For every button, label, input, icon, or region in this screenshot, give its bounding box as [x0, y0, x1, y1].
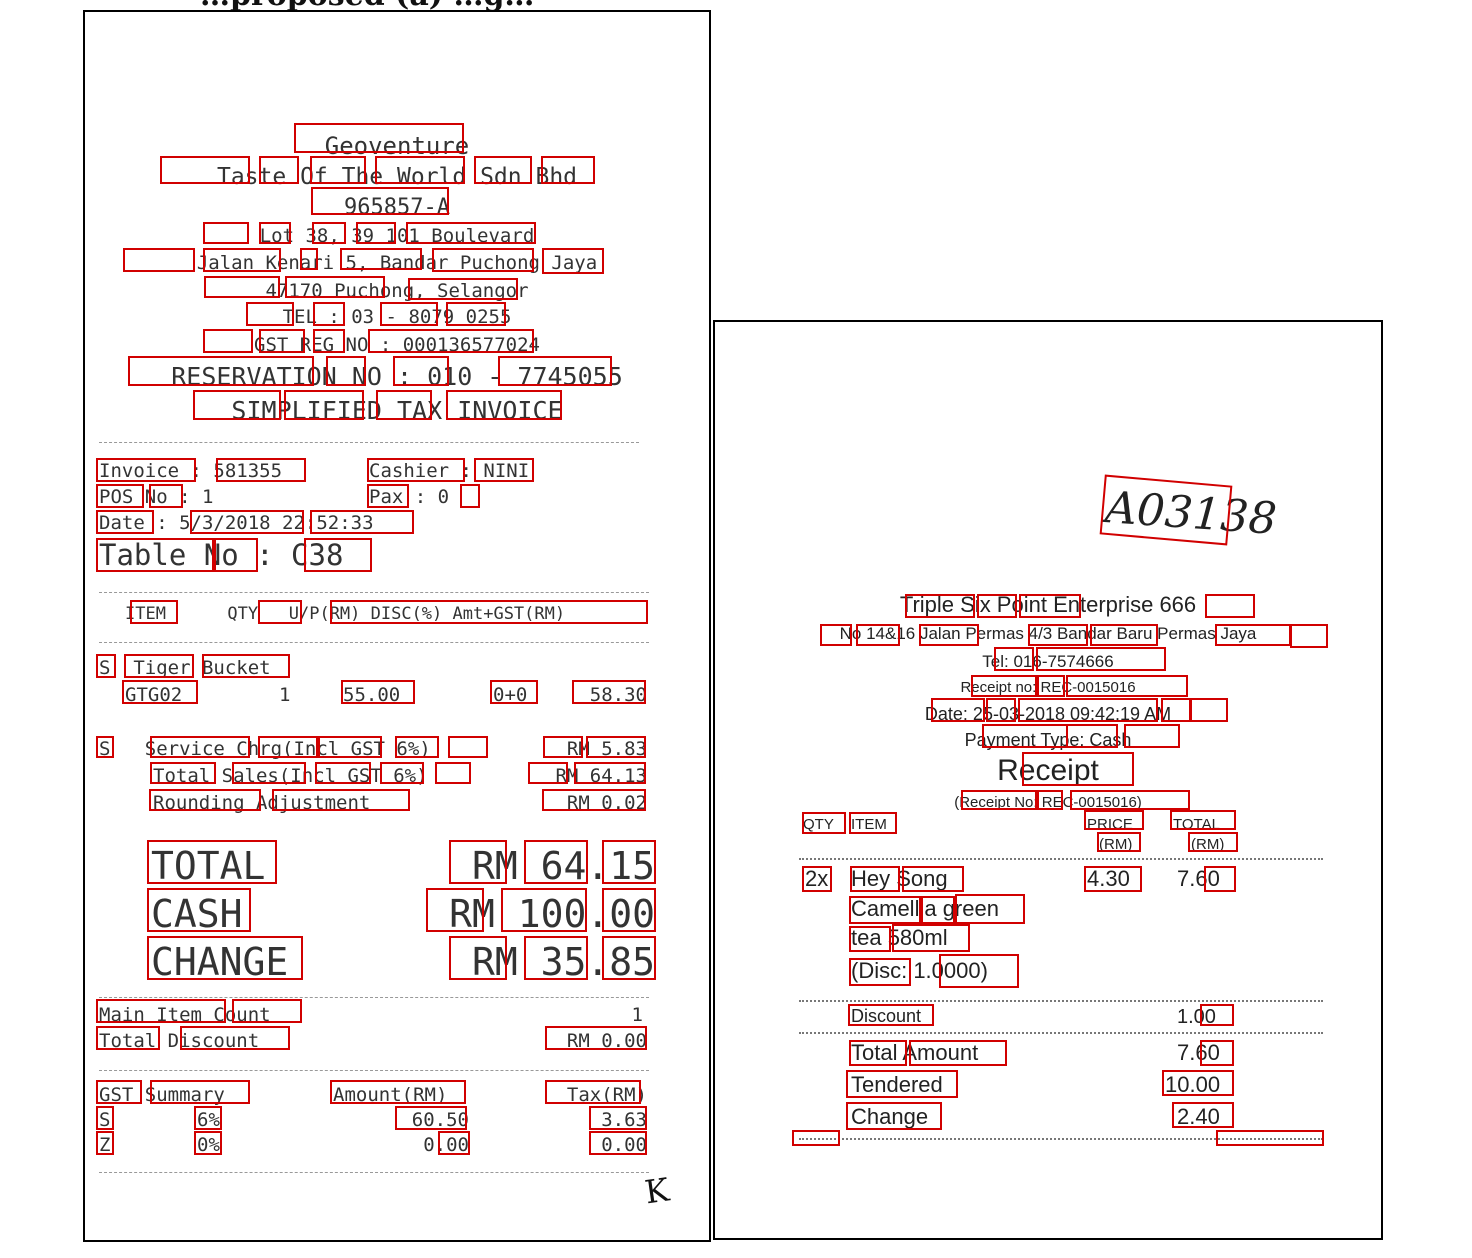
total-sales-value: RM 64.13 — [555, 765, 647, 787]
separator — [799, 1000, 1323, 1002]
rounding-value: RM 0.02 — [566, 792, 647, 814]
telephone: Tel: 016-7574666 — [982, 652, 1114, 671]
change-value: 2.40 — [1177, 1104, 1220, 1129]
discount-value: 1.00 — [1177, 1006, 1216, 1028]
item-discount: (Disc: 1.0000) — [851, 958, 988, 983]
gst-row-amount: 60.50 — [411, 1109, 469, 1131]
total-value: RM 64.15 — [471, 844, 655, 888]
separator — [799, 1138, 1323, 1140]
gst-row-tax: 0.00 — [601, 1134, 647, 1156]
item-name-line-1: Hey Song — [851, 866, 948, 891]
service-charge-label: S Service Chrg(Incl GST 6%) — [99, 738, 431, 760]
separator — [799, 1032, 1323, 1034]
item-name-line-3: tea 580ml — [851, 925, 948, 950]
separator — [99, 997, 649, 998]
separator — [99, 592, 649, 593]
tendered-label: Tendered — [851, 1072, 943, 1097]
rounding-label: Rounding Adjustment — [153, 792, 371, 814]
gst-row-amount: 0.00 — [423, 1134, 469, 1156]
item-total: 7.60 — [1177, 866, 1220, 891]
cash-value: RM 100.00 — [449, 892, 655, 936]
item-qty: 2x — [805, 866, 829, 891]
column-price-unit: (RM) — [1099, 836, 1133, 853]
gst-row-rate: 6% — [197, 1109, 220, 1131]
registration-no: 965857-A — [344, 195, 450, 220]
total-amount-label: Total Amount — [851, 1040, 979, 1065]
document-type: SIMPLIFIED TAX INVOICE — [231, 396, 563, 425]
item-name: S Tiger Bucket — [99, 657, 271, 679]
handwritten-mark: K — [642, 1170, 672, 1212]
table-no: Table No : C38 — [99, 538, 344, 572]
gst-summary-label: GST Summary — [99, 1084, 225, 1106]
receipt-no-2: (Receipt No: REC-0015016) — [954, 794, 1142, 811]
separator — [99, 1172, 649, 1173]
address-line-1: Lot 38, 39 101 Boulevard — [259, 225, 535, 247]
total-discount-value: RM 0.00 — [566, 1030, 647, 1052]
gst-row-code: S — [99, 1109, 111, 1131]
address-line-2: Jalan Kenari 5, Bandar Puchong Jaya — [196, 252, 598, 274]
receipt-2: A03138 Triple Six Point Enterprise 666 N… — [713, 320, 1383, 1240]
item-code: GTG02 — [125, 684, 183, 706]
column-header: ITEM QTY U/P(RM) DISC(%) Amt+GST(RM) — [125, 604, 566, 624]
main-item-count-label: Main Item Count — [99, 1004, 271, 1026]
total-amount-value: 7.60 — [1177, 1040, 1220, 1065]
entity-name: Taste Of The World Sdn Bhd — [216, 164, 578, 190]
change-label: CHANGE — [151, 940, 289, 984]
cash-label: CASH — [151, 892, 243, 936]
receipt-no: Receipt no: REC-0015016 — [960, 679, 1136, 696]
item-amount: 58.30 — [589, 684, 647, 706]
column-qty: QTY — [803, 816, 834, 833]
telephone: TEL : 03 - 8079 0255 — [282, 306, 512, 328]
company-name: Geoventure — [324, 132, 470, 160]
service-charge-value: RM 5.83 — [566, 738, 647, 760]
company-name: Triple Six Point Enterprise 666 — [899, 592, 1197, 617]
pos-no: POS No : 1 — [99, 486, 214, 508]
total-label: TOTAL — [151, 844, 266, 888]
item-qty: 1 — [279, 684, 291, 706]
gst-row-code: Z — [99, 1134, 111, 1156]
separator — [799, 858, 1323, 860]
column-price: PRICE — [1087, 816, 1133, 833]
item-unit-price: 55.00 — [343, 684, 401, 706]
gst-reg-no: GST REG NO : 000136577024 — [254, 334, 540, 356]
gst-tax-header: Tax(RM) — [566, 1084, 647, 1106]
gst-amount-header: Amount(RM) — [333, 1084, 448, 1106]
date: Date : 5/3/2018 22:52:33 — [99, 512, 374, 534]
change-value: RM 35.85 — [471, 940, 655, 984]
separator — [99, 1070, 649, 1071]
date: Date: 25-03-2018 09:42:19 AM — [924, 704, 1172, 724]
item-discount: 0+0 — [493, 684, 528, 706]
column-total-unit: (RM) — [1191, 836, 1225, 853]
gst-row-tax: 3.63 — [601, 1109, 647, 1131]
item-name-line-2: Camellia green — [851, 896, 999, 921]
cashier: Cashier : NINI — [369, 460, 530, 482]
handwritten-number: A03138 — [1103, 482, 1279, 545]
discount-label: Discount — [851, 1006, 922, 1026]
receipt-2-body: A03138 Triple Six Point Enterprise 666 N… — [715, 322, 1381, 1238]
tendered-value: 10.00 — [1165, 1072, 1221, 1097]
receipt-1-body: Geoventure Taste Of The World Sdn Bhd 96… — [85, 12, 709, 1240]
change-label: Change — [851, 1104, 929, 1129]
address: No 14&16 Jalan Permas 4/3 Bandar Baru Pe… — [839, 624, 1257, 643]
payment-type: Payment Type: Cash — [964, 730, 1132, 750]
separator — [99, 442, 639, 443]
invoice-no: Invoice : 581355 — [99, 460, 283, 482]
column-item: ITEM — [851, 816, 887, 833]
item-price: 4.30 — [1087, 866, 1130, 891]
total-sales-label: Total Sales(Incl GST 6%) — [153, 765, 428, 787]
caption-fragment: …proposed (a) …g… — [200, 0, 534, 13]
address-line-3: 47170 Puchong, Selangor — [265, 280, 529, 302]
pax: Pax : 0 — [369, 486, 450, 508]
reservation-no: RESERVATION NO : 010 - 7745055 — [171, 362, 623, 391]
receipt-1: Geoventure Taste Of The World Sdn Bhd 96… — [83, 10, 711, 1242]
column-total: TOTAL — [1173, 816, 1220, 833]
gst-row-rate: 0% — [197, 1134, 220, 1156]
total-discount-label: Total Discount — [99, 1030, 260, 1052]
separator — [99, 642, 649, 643]
receipt-title: Receipt — [997, 754, 1099, 787]
main-item-count-value: 1 — [631, 1004, 643, 1026]
